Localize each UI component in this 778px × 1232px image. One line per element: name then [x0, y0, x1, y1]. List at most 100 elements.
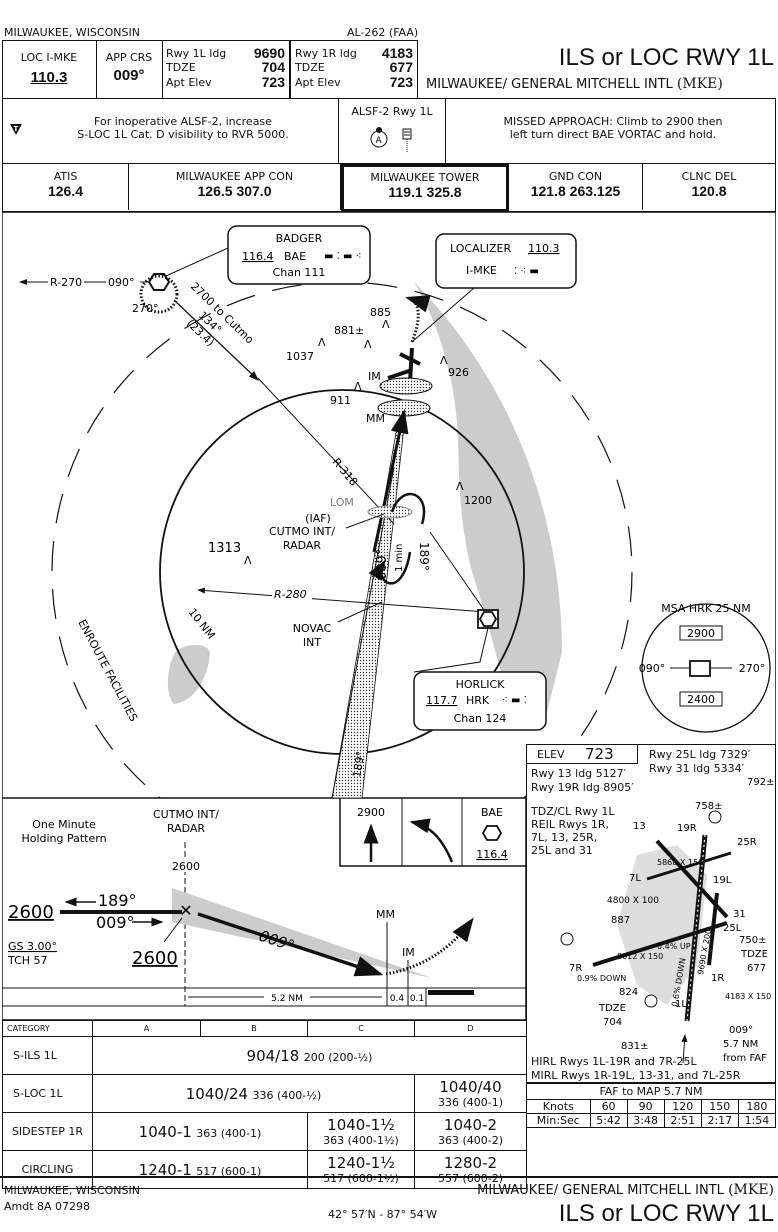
- loc-frequency: 110.3: [30, 69, 68, 86]
- hirl-note: HIRL Rwys 1L-19R and 7R-25L: [531, 1055, 697, 1068]
- lom-icon: [367, 505, 413, 519]
- rwy-label-7l: 7L: [629, 873, 641, 884]
- lake-small: [167, 644, 210, 704]
- hold-outbound: 270°: [132, 302, 159, 315]
- obstacle-885: 885: [370, 306, 391, 319]
- dim-7l-25r: 4800 X 100: [607, 896, 659, 906]
- notes-strip: T For inoperative ALSF-2, increase S-LOC…: [2, 98, 776, 164]
- knots-value: 90: [626, 1099, 665, 1114]
- runway-diagram: 758± 792± 887 824 831± 750± TDZE 677 TDZ…: [560, 777, 774, 1064]
- runway-7l-25r: [646, 851, 732, 881]
- alsf-cell: ALSF-2 Rwy 1L A: [338, 99, 446, 163]
- rwy25l-ldg: Rwy 25L ldg 7329′: [649, 748, 751, 761]
- tdz-note: TDZ/CL Rwy 1L REIL Rwys 1R, 7L, 13, 25R,…: [531, 805, 615, 857]
- footer-title: ILS or LOC RWY 1L: [558, 1200, 774, 1227]
- gs-label: GS 3.00°: [8, 940, 57, 953]
- hold-out-crs: 189°: [98, 891, 137, 910]
- ad-obstacle-792: 792±: [747, 777, 774, 788]
- ma-fix-freq: 116.4: [476, 848, 508, 861]
- tdz-note-line: REIL Rwys 1R,: [531, 818, 609, 831]
- comm-clnc: CLNC DEL 120.8: [643, 164, 775, 210]
- dim-7r-25l: 8012 X 150: [617, 952, 663, 961]
- localizer-info-box: [435, 233, 577, 289]
- tdz-note-line: 7L, 13, 25R,: [531, 831, 598, 844]
- plan-crs-189: 189°: [417, 542, 431, 571]
- rwy1l-tdze-value: 704: [261, 59, 285, 75]
- badger-id: BAE: [284, 250, 306, 263]
- iaf-line1: (IAF): [305, 512, 331, 525]
- glideslope-shade: [172, 888, 432, 978]
- missed-approach-track: [405, 295, 431, 343]
- timing-title: FAF to MAP 5.7 NM: [526, 1082, 776, 1100]
- row-label: SIDESTEP 1R: [2, 1112, 93, 1151]
- mins-sub: 557 (600-2): [437, 1172, 504, 1185]
- knots-value: 120: [663, 1099, 702, 1114]
- loc-cell: LOC I-MKE 110.3: [3, 41, 97, 99]
- app-crs-cell: APP CRS 009°: [97, 41, 163, 99]
- rwy1r-apt-elev-value: 723: [389, 74, 413, 90]
- alsf-note-line1: For inoperative ALSF-2, increase: [94, 115, 272, 128]
- obstacle-icon: Λ: [364, 338, 372, 351]
- rwy1r-tdze-label: TDZE: [295, 61, 325, 74]
- ad-obstacle-887: 887: [611, 915, 630, 926]
- faf-cross-icon: ✕: [179, 901, 192, 920]
- alsf-note: For inoperative ALSF-2, increase S-LOC 1…: [33, 115, 333, 141]
- mins-main: 904/18: [246, 1046, 300, 1065]
- hold-inbound: 090°: [108, 276, 135, 289]
- loc-label: LOC I-MKE: [20, 51, 78, 64]
- one-min-label: 1 min: [394, 544, 405, 572]
- dist-main: 5.2 NM: [271, 994, 303, 1004]
- footer-rule: [0, 1176, 778, 1178]
- mins-sub: 200 (200-½): [303, 1050, 373, 1064]
- ad-obstacle-750: 750±: [739, 935, 766, 946]
- comms-strip: ATIS 126.4 MILWAUKEE APP CON 126.5 307.0…: [2, 164, 776, 212]
- location-label: MILWAUKEE, WISCONSIN: [4, 26, 140, 39]
- ad-obstacle-831: 831±: [621, 1041, 648, 1052]
- obstacles: 885 Λ 881± Λ 1037 Λ 926 Λ 911 Λ 1200 Λ 1…: [208, 306, 492, 567]
- loc-leader: [411, 287, 475, 343]
- course-line: [331, 466, 395, 798]
- runway-1r-19l: [707, 892, 719, 966]
- alternate-minimums-icon: T: [9, 121, 23, 140]
- horlick-r-line: [429, 531, 485, 611]
- obstacle-881: 881±: [334, 324, 364, 337]
- profile-view: One Minute Holding Pattern CUTMO INT/ RA…: [2, 798, 526, 1020]
- hold-in-crs: 009°: [96, 913, 135, 932]
- runway-7r-25l: [592, 921, 728, 967]
- tdze-1l-value: 704: [603, 1017, 622, 1028]
- alsf-a5-icon: [560, 932, 574, 946]
- mins-sub: 363 (400-1½): [323, 1134, 399, 1147]
- svg-text:T: T: [14, 125, 19, 133]
- iaf-leader: [345, 513, 385, 529]
- svg-text:A: A: [376, 136, 383, 146]
- comm-freq: 126.5 307.0: [197, 183, 272, 199]
- elev-value: 723: [585, 745, 614, 763]
- rwy-label-31: 31: [733, 909, 746, 920]
- airport-beacon-icon: [708, 810, 722, 824]
- rwy1l-apt-elev-label: Apt Elev: [166, 76, 212, 89]
- mins-main: 1240-1: [138, 1160, 192, 1179]
- comm-tower: MILWAUKEE TOWER 119.1 325.8: [341, 164, 509, 212]
- row-label: CIRCLING: [2, 1150, 93, 1189]
- elev-label: ELEV: [537, 748, 565, 761]
- msa-north-alt: 2900: [687, 627, 715, 640]
- dim-1r-19l: 4183 X 150: [725, 992, 771, 1001]
- grade-7r-25l-down: 0.9% DOWN: [577, 974, 626, 983]
- rwy-label-7r: 7R: [569, 963, 582, 974]
- rwy1r-cell: Rwy 1R ldg 4183 TDZE 677 Apt Elev 723: [291, 41, 417, 99]
- missed-approach-text: MISSED APPROACH: Climb to 2900 then left…: [453, 115, 773, 141]
- elev-box: ELEV 723: [527, 745, 638, 764]
- airport-runway-icon: [387, 347, 421, 383]
- comm-freq: 120.8: [691, 183, 727, 199]
- faf-note-line: 009°: [729, 1025, 753, 1036]
- tdz-note-line: TDZ/CL Rwy 1L: [531, 805, 615, 818]
- profile-missed-track: [385, 917, 474, 976]
- plan-crs-009: 009°: [375, 549, 390, 580]
- gs-intercept-alt: 2600: [132, 948, 178, 969]
- mins-main: 1280-2: [443, 1154, 498, 1172]
- footer-airport-id: (MKE): [728, 1182, 774, 1198]
- comm-atis: ATIS 126.4: [3, 164, 129, 210]
- gs-intercept-leader: [163, 917, 183, 943]
- footer-amendment: Amdt 8A 07298: [4, 1200, 91, 1213]
